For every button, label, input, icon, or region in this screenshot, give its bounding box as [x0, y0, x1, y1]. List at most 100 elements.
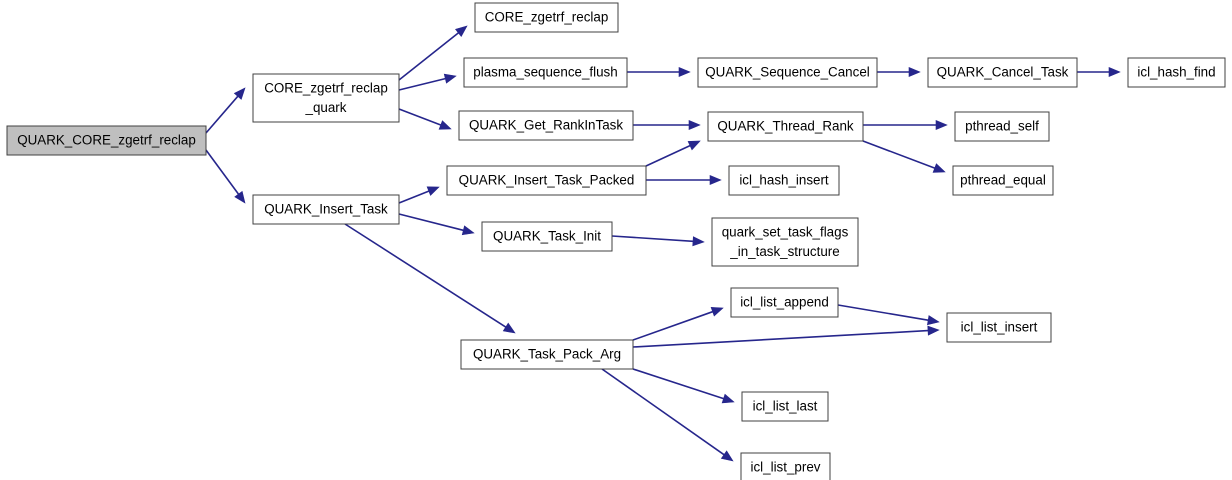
node-box[interactable]: [252, 73, 400, 123]
node-box[interactable]: [481, 221, 613, 252]
graph-node-seq_flush[interactable]: plasma_sequence_flush: [463, 57, 628, 88]
node-label: QUARK_Task_Init: [493, 229, 601, 244]
node-label: QUARK_Task_Pack_Arg: [473, 347, 621, 362]
node-box[interactable]: [927, 57, 1078, 88]
edge-arrowhead-icon: [932, 163, 946, 173]
graph-node-get_rank[interactable]: QUARK_Get_RankInTask: [458, 110, 634, 141]
edges-layer: [205, 25, 1121, 462]
edge-line: [632, 329, 929, 348]
edge-line: [205, 95, 239, 134]
graph-node-pthread_self[interactable]: pthread_self: [954, 111, 1050, 142]
graph-node-root[interactable]: QUARK_CORE_zgetrf_reclap: [6, 125, 207, 156]
edge-root-to-insert_task: [205, 149, 246, 204]
edge-arrowhead-icon: [908, 66, 921, 78]
node-box[interactable]: [252, 194, 400, 225]
node-label: icl_list_insert: [961, 320, 1038, 335]
node-box[interactable]: [740, 452, 831, 480]
edge-arrowhead-icon: [709, 174, 722, 186]
edge-seq_flush-to-seq_cancel: [627, 66, 691, 78]
node-label: QUARK_Insert_Task_Packed: [459, 173, 635, 188]
node-box[interactable]: [730, 287, 839, 318]
edge-arrowhead-icon: [687, 140, 701, 151]
edge-pack_arg-to-list_append: [632, 307, 724, 341]
edge-line: [632, 368, 724, 400]
edge-line: [645, 144, 691, 167]
node-box[interactable]: [6, 125, 207, 156]
edge-line: [398, 213, 464, 232]
graph-node-task_init[interactable]: QUARK_Task_Init: [481, 221, 613, 252]
edge-core_quark-to-seq_flush: [398, 73, 457, 91]
graph-node-thread_rank[interactable]: QUARK_Thread_Rank: [707, 111, 864, 142]
graph-node-seq_cancel[interactable]: QUARK_Sequence_Cancel: [697, 57, 878, 88]
node-label: QUARK_Sequence_Cancel: [705, 65, 870, 80]
node-box[interactable]: [460, 339, 634, 370]
node-label: QUARK_Thread_Rank: [717, 119, 854, 134]
node-box[interactable]: [697, 57, 878, 88]
edge-arrowhead-icon: [502, 322, 516, 334]
node-label: plasma_sequence_flush: [473, 65, 617, 80]
node-box[interactable]: [463, 57, 628, 88]
node-box[interactable]: [741, 391, 829, 422]
edge-insert_packed-to-thread_rank: [645, 140, 701, 167]
edge-insert_task-to-insert_packed: [398, 186, 440, 204]
node-label: QUARK_Get_RankInTask: [469, 118, 623, 133]
edge-line: [344, 223, 507, 328]
graph-node-core_quark[interactable]: CORE_zgetrf_reclap _quark: [252, 73, 400, 123]
edge-cancel_task-to-hash_find: [1077, 66, 1121, 78]
graph-node-core_reclap[interactable]: CORE_zgetrf_reclap: [474, 2, 619, 33]
node-box[interactable]: [458, 110, 634, 141]
edge-line: [398, 190, 430, 204]
node-label: quark_set_task_flags: [722, 224, 849, 239]
edge-pack_arg-to-list_prev: [601, 368, 734, 462]
edge-task_init-to-set_task_flags: [611, 235, 705, 247]
edge-arrowhead-icon: [461, 225, 475, 236]
graph-node-hash_insert[interactable]: icl_hash_insert: [728, 165, 840, 196]
graph-node-set_task_flags[interactable]: quark_set_task_flags _in_task_structure: [711, 217, 859, 267]
edge-arrowhead-icon: [233, 87, 246, 100]
graph-node-pthread_equal[interactable]: pthread_equal: [952, 165, 1054, 196]
node-label: QUARK_Cancel_Task: [937, 65, 1069, 80]
node-box[interactable]: [1127, 57, 1226, 88]
graph-node-pack_arg[interactable]: QUARK_Task_Pack_Arg: [460, 339, 634, 370]
edge-line: [205, 149, 240, 195]
edge-arrowhead-icon: [438, 120, 452, 130]
edge-line: [632, 310, 713, 341]
graph-node-insert_packed[interactable]: QUARK_Insert_Task_Packed: [446, 165, 647, 196]
edge-arrowhead-icon: [455, 25, 468, 37]
edge-arrowhead-icon: [1108, 66, 1121, 78]
node-label-line2: _in_task_structure: [729, 244, 839, 259]
node-label: icl_hash_insert: [739, 173, 829, 188]
graph-node-insert_task[interactable]: QUARK_Insert_Task: [252, 194, 400, 225]
edge-arrowhead-icon: [720, 450, 734, 462]
edge-line: [601, 368, 725, 456]
node-box[interactable]: [952, 165, 1054, 196]
edge-thread_rank-to-pthread_equal: [862, 140, 946, 173]
graph-node-cancel_task[interactable]: QUARK_Cancel_Task: [927, 57, 1078, 88]
edge-arrowhead-icon: [678, 66, 691, 78]
node-box[interactable]: [946, 312, 1052, 343]
node-box[interactable]: [711, 217, 859, 267]
node-box[interactable]: [728, 165, 840, 196]
graph-node-list_insert[interactable]: icl_list_insert: [946, 312, 1052, 343]
edge-arrowhead-icon: [692, 236, 705, 247]
node-label: CORE_zgetrf_reclap: [264, 80, 388, 95]
graph-node-list_prev[interactable]: icl_list_prev: [740, 452, 831, 480]
graph-node-list_last[interactable]: icl_list_last: [741, 391, 829, 422]
edge-insert_task-to-task_init: [398, 213, 475, 236]
node-box[interactable]: [446, 165, 647, 196]
edge-line: [398, 77, 446, 91]
node-box[interactable]: [474, 2, 619, 33]
node-label: CORE_zgetrf_reclap: [485, 10, 609, 25]
node-label: icl_list_append: [740, 295, 829, 310]
edge-core_quark-to-get_rank: [398, 108, 452, 130]
node-box[interactable]: [954, 111, 1050, 142]
edge-list_append-to-list_insert: [837, 304, 940, 326]
node-label: icl_hash_find: [1137, 65, 1215, 80]
node-label: pthread_equal: [960, 173, 1046, 188]
node-box[interactable]: [707, 111, 864, 142]
node-label-line2: _quark: [305, 100, 347, 115]
graph-node-list_append[interactable]: icl_list_append: [730, 287, 839, 318]
graph-node-hash_find[interactable]: icl_hash_find: [1127, 57, 1226, 88]
edge-arrowhead-icon: [935, 119, 948, 131]
